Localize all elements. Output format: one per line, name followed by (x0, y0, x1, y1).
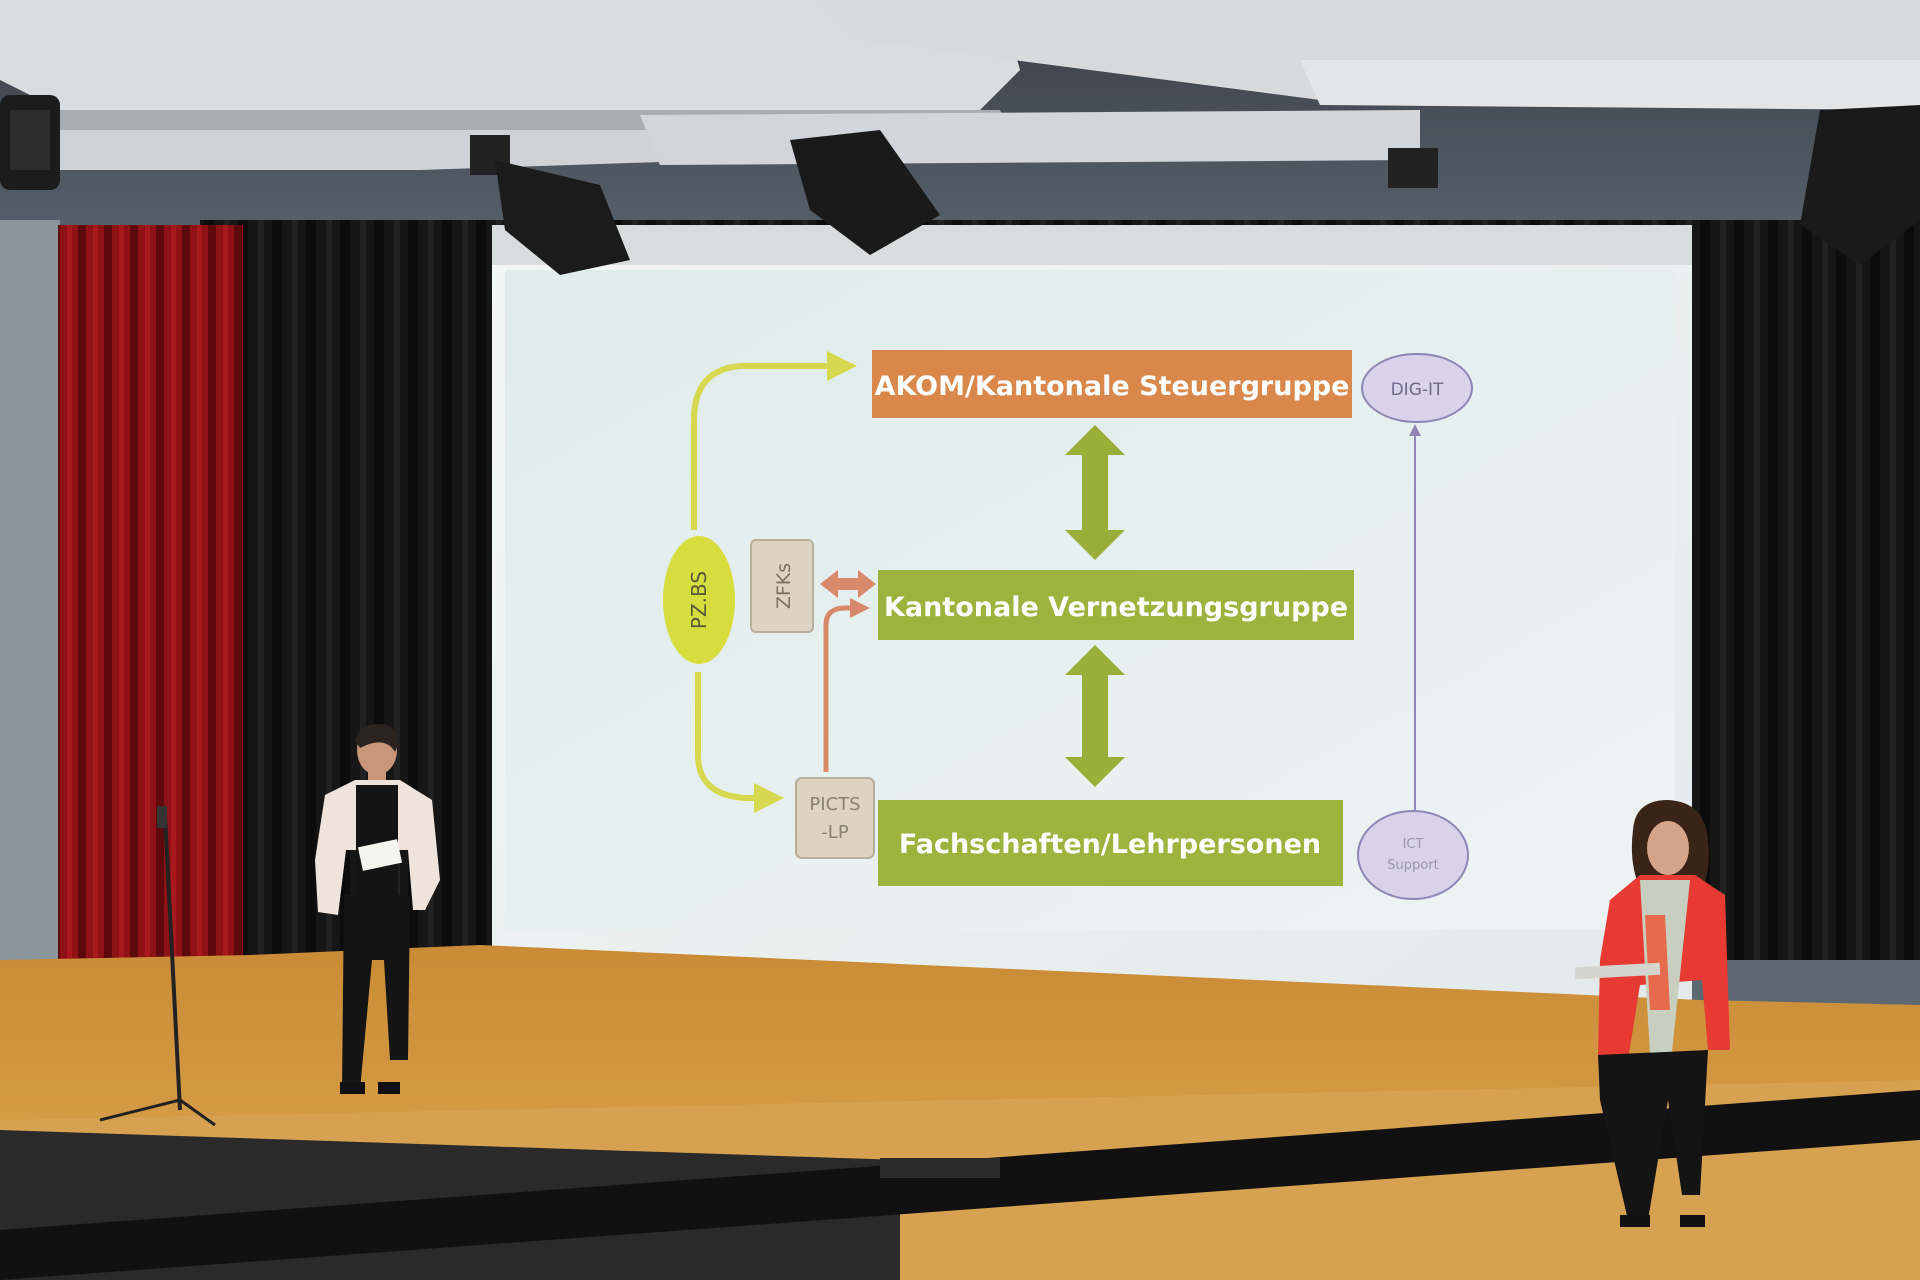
double-arrow-bottom (1065, 645, 1125, 787)
arrow-pzbs-to-picts (695, 672, 784, 813)
stage-light-center (790, 130, 940, 255)
left-wall (0, 220, 60, 1060)
stage-light-center-left (470, 135, 630, 275)
stage-light-far-right (1800, 105, 1920, 265)
box-zfks (750, 539, 814, 633)
screen-top-border (492, 225, 1692, 265)
connector-arrowhead (1409, 424, 1421, 436)
oval-ict-support (1357, 810, 1469, 900)
stage-light-right (1388, 148, 1438, 188)
oval-pz-bs-label: PZ.BS (687, 571, 711, 629)
balcony-railing (0, 1090, 1920, 1280)
arrow-pzbs-to-top (691, 351, 857, 530)
box-top-orange (872, 350, 1352, 418)
box-middle-label: Kantonale Vernetzungsgruppe (884, 592, 1348, 623)
microphone-stand (99, 806, 216, 1127)
stage-monitor (880, 1158, 1000, 1178)
red-curtain (58, 225, 243, 1060)
oval-pz-bs (663, 536, 735, 664)
box-picts-lp (795, 777, 875, 859)
box-picts-lp-line1: PICTS (809, 794, 860, 815)
double-arrow-zfks (820, 570, 876, 598)
box-zfks-label: ZFKs (773, 563, 795, 609)
oval-ict-support-line2: Support (1387, 858, 1438, 873)
presenter-right (1574, 800, 1730, 1227)
double-arrow-top (1065, 425, 1125, 560)
box-top-label: AKOM/Kantonale Steuergruppe (875, 371, 1350, 402)
oval-dig-it (1361, 353, 1473, 423)
box-bottom-label: Fachschaften/Lehrpersonen (899, 829, 1321, 860)
oval-ict-support-line1: ICT (1403, 837, 1424, 852)
box-middle-green (878, 570, 1354, 640)
oval-dig-it-label: DIG-IT (1391, 380, 1444, 400)
presenter-left (315, 724, 440, 1094)
box-picts-lp-line2: -LP (821, 822, 849, 843)
stage-light-left (0, 95, 60, 190)
ceiling-panels (0, 0, 1920, 170)
box-bottom-green (878, 800, 1343, 886)
arrow-picts-to-middle (823, 598, 870, 772)
